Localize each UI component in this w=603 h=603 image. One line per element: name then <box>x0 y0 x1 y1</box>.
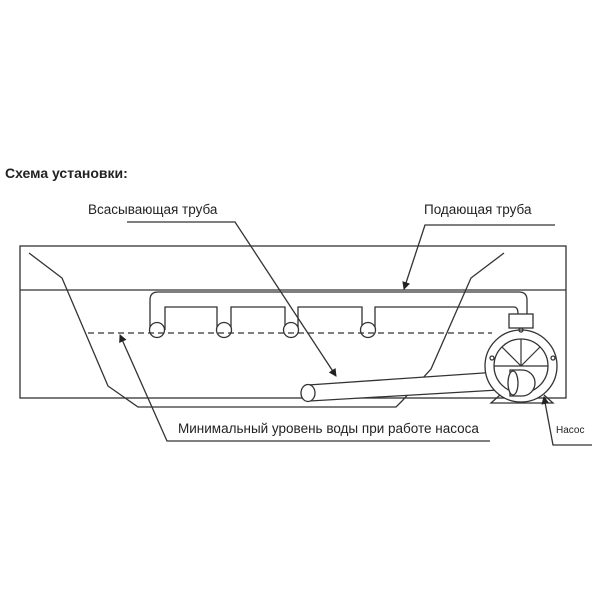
leader-lines <box>119 221 592 446</box>
diagram-title: Схема установки: <box>5 165 128 181</box>
suction-pipe <box>300 370 516 403</box>
pump-label: Насос <box>556 425 584 436</box>
supply-pipe <box>148 291 528 339</box>
pump <box>484 313 558 404</box>
min-water-level-label: Минимальный уровень воды при работе насо… <box>178 421 479 436</box>
bathtub <box>19 245 567 408</box>
supply-pipe-label: Подающая труба <box>424 202 532 217</box>
suction-pipe-label: Всасывающая труба <box>88 202 218 217</box>
